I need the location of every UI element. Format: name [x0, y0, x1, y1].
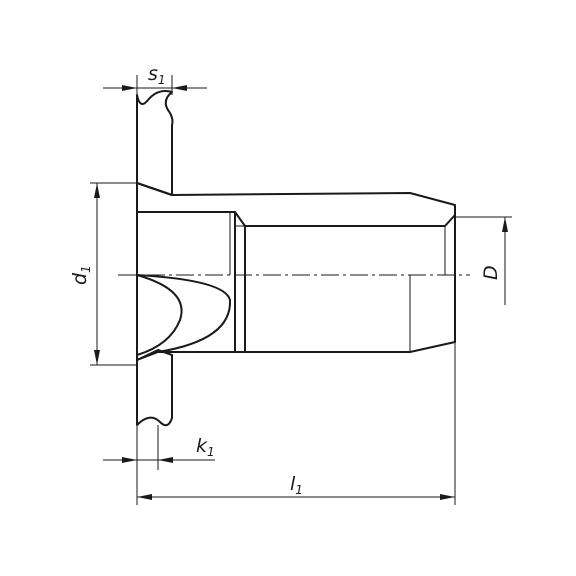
bulge-curve — [136, 274, 183, 356]
rivet-nut-wall-section — [136, 182, 456, 227]
d1-arrow-bottom — [94, 350, 100, 365]
sheet-metal-lower — [136, 349, 173, 427]
k1-arrow-left — [122, 457, 137, 463]
k1-label: k1 — [196, 435, 215, 459]
l1-arrow-right — [440, 494, 455, 500]
s1-label: s1 — [148, 63, 166, 87]
sheet-metal-upper — [136, 90, 174, 196]
nut-outline — [136, 183, 456, 361]
D-label: D — [480, 265, 502, 280]
bulge-inner-curve — [136, 274, 232, 353]
k1-arrow-right — [158, 457, 173, 463]
d1-label: d1 — [69, 265, 93, 285]
s1-arrow-right — [172, 85, 187, 91]
s1-arrow-left — [122, 85, 137, 91]
D-arrow-top — [502, 217, 508, 232]
l1-arrow-left — [137, 494, 152, 500]
l1-label: l1 — [290, 473, 303, 497]
d1-arrow-top — [94, 183, 100, 198]
